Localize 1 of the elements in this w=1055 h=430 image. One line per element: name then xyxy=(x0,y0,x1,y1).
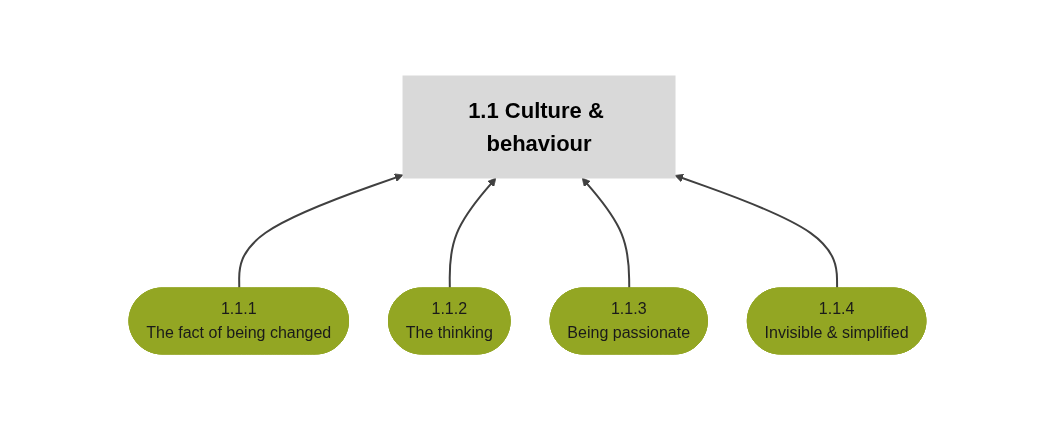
node-box: 1.1 Culture & behaviour xyxy=(402,75,676,179)
